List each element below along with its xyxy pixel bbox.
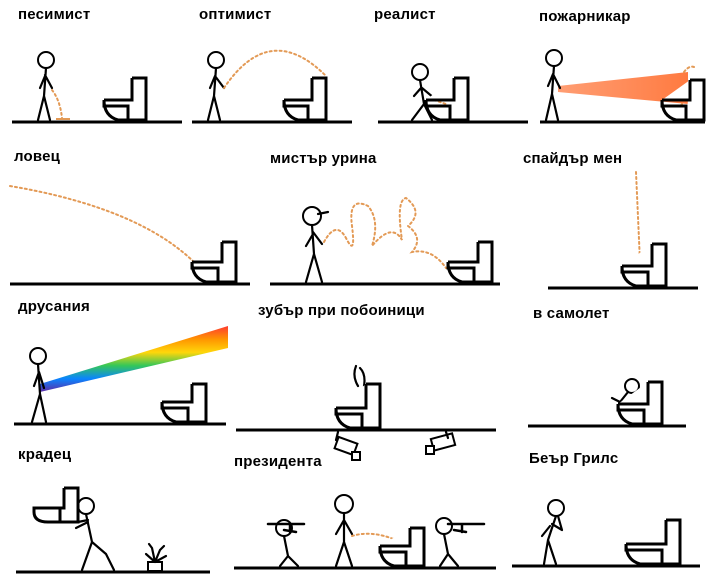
panel-president: [234, 494, 496, 570]
plant-icon: [144, 542, 168, 572]
toilet-icon: [624, 518, 682, 566]
toilet-icon: [660, 78, 706, 122]
panel-label-spiderman: спайдър мен: [523, 150, 623, 167]
panel-spiderman: [548, 171, 698, 290]
panel-label-firefighter: пожарникар: [539, 8, 631, 25]
panel-optimist: [192, 49, 352, 124]
gunman-right: [435, 517, 486, 568]
panel-bear-grylls: [512, 499, 700, 568]
camera-icon: [425, 430, 457, 455]
camera-icon: [333, 430, 361, 461]
panel-label-mister-urine: мистър урина: [270, 150, 377, 167]
panel-realist: [378, 63, 528, 124]
toilet-icon: [190, 240, 238, 284]
toilet-icon: [32, 486, 80, 524]
panel-label-hunter: ловец: [14, 148, 61, 165]
panel-label-nerd-among-bullies: зубър при побоиници: [258, 302, 425, 319]
panel-hunter: [9, 185, 250, 286]
panel-label-optimist: оптимист: [199, 6, 272, 23]
panel-label-drugs: друсания: [18, 298, 90, 315]
panel-label-on-plane: в самолет: [533, 305, 610, 322]
toilet-icon: [424, 76, 470, 122]
panel-pessimist: [12, 51, 182, 124]
panel-mister-urine: [270, 196, 500, 286]
panel-thief: [16, 486, 210, 574]
toilet-icon: [378, 526, 426, 568]
panel-label-pessimist: песимист: [18, 6, 91, 23]
toilet-icon: [102, 76, 148, 122]
panel-drugs: [14, 326, 228, 426]
panel-label-realist: реалист: [374, 6, 436, 23]
toilet-icon: [620, 242, 668, 288]
panel-nerd-among-bullies: [236, 364, 496, 461]
panel-label-bear-grylls: Беър Грилс: [529, 450, 619, 467]
toilet-icon: [616, 380, 664, 426]
panel-label-thief: крадец: [18, 446, 72, 463]
toilet-icon: [160, 382, 208, 424]
panel-firefighter: [540, 49, 706, 124]
toilet-icon: [446, 240, 494, 284]
panel-on-plane: [528, 378, 686, 428]
gunman-left: [266, 519, 306, 568]
toilet-icon: [282, 76, 328, 122]
panel-label-president: президента: [234, 453, 322, 470]
toilet-icon: [334, 382, 382, 430]
